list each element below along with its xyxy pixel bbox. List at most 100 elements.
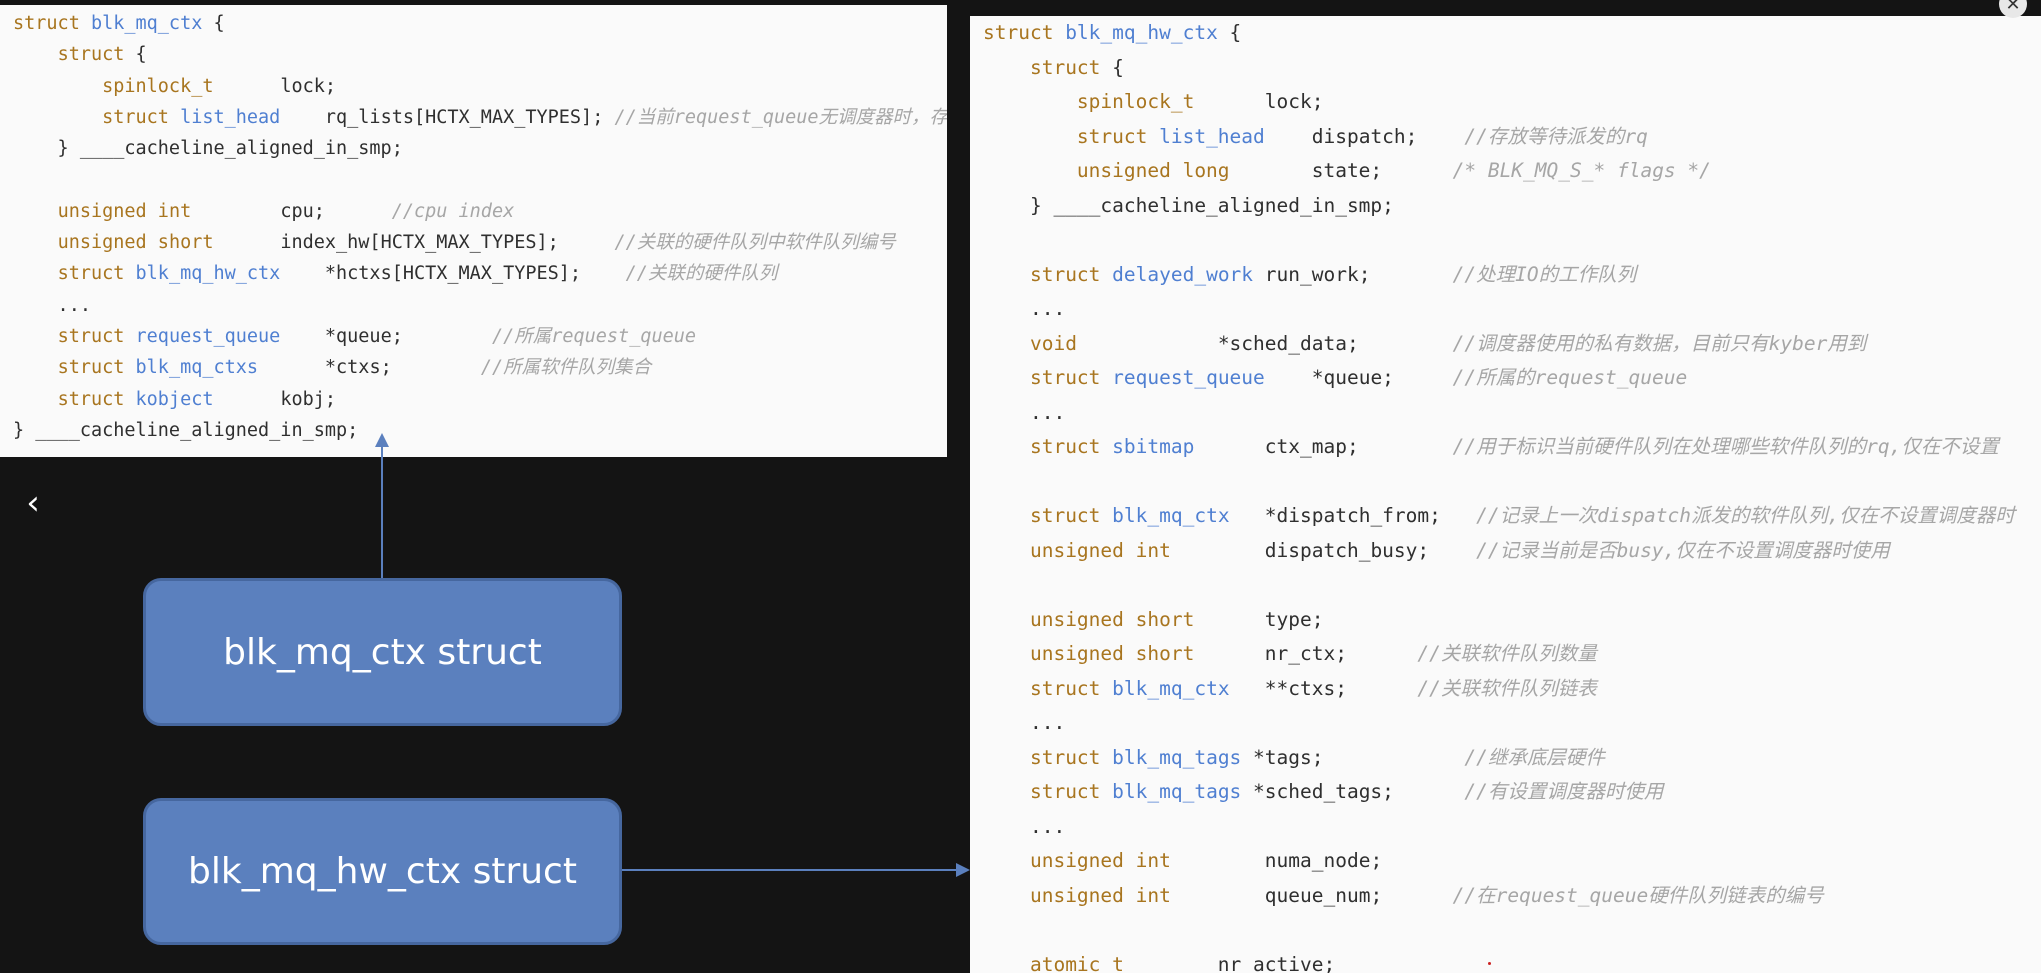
code-line: spinlock_t lock; [13, 75, 336, 99]
code-token: *hctxs[HCTX_MAX_TYPES]; [280, 263, 626, 285]
code-token: queue_num; [1170, 883, 1453, 907]
code-token [13, 232, 58, 253]
code-token: //处理IO的工作队列 [1452, 262, 1637, 286]
code-token: { [1100, 55, 1124, 79]
code-token: //cpu index [391, 200, 515, 222]
code-line: } ____cacheline_aligned_in_smp; [983, 194, 1394, 218]
code-token: unsigned int [1029, 538, 1171, 562]
code-token: struct [57, 44, 125, 66]
blk-mq-ctx-struct-label: blk_mq_ctx struct [223, 631, 542, 673]
code-token: //继承底层硬件 [1464, 745, 1605, 769]
code-token: unsigned int [1029, 849, 1171, 872]
pointer-dot [1488, 962, 1491, 965]
code-line: unsigned short nr_ctx; //关联软件队列数量 [983, 642, 1597, 666]
code-token: unsigned short [1029, 607, 1195, 631]
code-token: ctx_map; [1194, 435, 1453, 458]
code-token: struct [57, 326, 136, 347]
code-token: ... [983, 711, 1066, 734]
code-token: dispatch_busy; [1170, 538, 1477, 562]
code-token: } ____cacheline_aligned_in_smp; [13, 138, 403, 160]
code-line: struct blk_mq_tags *sched_tags; //有设置调度器… [983, 780, 1663, 804]
code-token: /* BLK_MQ_S_* flags */ [1452, 159, 1711, 182]
code-token: struct [57, 263, 136, 285]
code-line: struct blk_mq_ctxs *ctxs; //所属软件队列集合 [13, 356, 652, 380]
code-token [13, 76, 102, 97]
code-token: **ctxs; [1229, 676, 1418, 700]
code-line: } ____cacheline_aligned_in_smp; [13, 137, 403, 161]
chevron-left-icon: ‹ [26, 483, 40, 523]
code-token: //所属软件队列集合 [480, 357, 652, 379]
code-line: struct blk_mq_ctx **ctxs; //关联软件队列链表 [983, 677, 1597, 701]
code-line: unsigned int numa_node; [983, 849, 1382, 873]
close-button[interactable]: ✕ [1999, 0, 2027, 18]
code-line: unsigned short type; [983, 607, 1324, 632]
code-token: struct [102, 106, 181, 128]
code-token [983, 780, 1030, 803]
code-token [13, 357, 58, 378]
code-token: //关联的硬件队列中软件队列编号 [614, 232, 896, 254]
blk-mq-hw-ctx-struct-label: blk_mq_hw_ctx struct [188, 851, 577, 892]
code-line: ... [983, 711, 1065, 735]
code-token: //用于标识当前硬件队列在处理哪些软件队列的rq,仅在不设置 [1452, 435, 1999, 458]
blk-mq-hw-ctx-struct-box[interactable]: blk_mq_hw_ctx struct [143, 798, 622, 945]
code-token: //调度器使用的私有数据，目前只有kyber用到 [1452, 331, 1867, 355]
code-token: //所属的request_queue [1452, 366, 1688, 389]
back-button[interactable]: ‹ [18, 483, 48, 523]
code-token [983, 884, 1030, 907]
code-token [983, 677, 1030, 700]
code-line: unsigned short index_hw[HCTX_MAX_TYPES];… [13, 231, 896, 255]
code-token: dispatch; [1264, 124, 1465, 148]
blk-mq-ctx-struct-box[interactable]: blk_mq_ctx struct [143, 578, 622, 726]
code-token: blk_mq_tags [1112, 745, 1242, 769]
code-token: struct [13, 13, 91, 34]
code-token: struct [57, 357, 136, 379]
code-token [13, 44, 58, 65]
code-token: } ____cacheline_aligned_in_smp; [13, 419, 359, 441]
code-token [983, 125, 1077, 148]
code-token: *sched_data; [1076, 331, 1453, 355]
code-line: struct sbitmap ctx_map; //用于标识当前硬件队列在处理哪… [983, 435, 1999, 459]
code-token [983, 263, 1030, 286]
code-token: struct [1076, 124, 1160, 148]
code-token: blk_mq_ctx [1112, 676, 1230, 700]
code-token: unsigned long [1076, 159, 1230, 182]
code-token: blk_mq_tags [1112, 780, 1242, 803]
code-token: //有设置调度器时使用 [1464, 780, 1664, 803]
code-token: struct [1029, 55, 1101, 79]
code-token: unsigned short [1029, 642, 1195, 665]
code-token: struct [1029, 435, 1113, 458]
code-token [13, 389, 58, 410]
code-token: *tags; [1241, 745, 1465, 769]
code-token: lock; [1194, 90, 1324, 113]
code-line: ... [983, 297, 1065, 321]
code-token: unsigned short [57, 232, 214, 254]
code-token [13, 263, 58, 284]
code-token: *queue; [280, 326, 492, 347]
code-line: struct blk_mq_ctx *dispatch_from; //记录上一… [983, 504, 2015, 528]
code-line: struct list_head dispatch; //存放等待派发的rq [983, 125, 1648, 149]
code-token [983, 953, 1030, 973]
code-token: list_head [180, 106, 281, 128]
code-line: } ____cacheline_aligned_in_smp; [13, 419, 358, 443]
code-token: lock; [213, 75, 337, 97]
code-token: unsigned int [57, 200, 192, 222]
code-token: request_queue [1112, 366, 1265, 389]
code-token: struct [1029, 780, 1113, 803]
code-token: kobject [135, 388, 214, 410]
code-token [983, 435, 1030, 458]
code-token: struct [57, 388, 136, 410]
code-token: //所属request_queue [491, 326, 697, 347]
code-token: ... [13, 294, 91, 316]
code-token: sbitmap [1112, 435, 1195, 458]
code-token: spinlock_t [102, 75, 214, 97]
code-token: //关联的硬件队列 [625, 263, 778, 285]
code-line: struct delayed_work run_work; //处理IO的工作队… [983, 263, 1636, 287]
code-token: blk_mq_ctxs [135, 357, 259, 379]
code-token: //关联软件队列链表 [1417, 676, 1597, 700]
code-token: //记录上一次dispatch派发的软件队列,仅在不设置调度器时 [1476, 504, 2015, 527]
code-token: //当前request_queue无调度器时，存放等待 [614, 106, 947, 128]
code-token [983, 504, 1030, 527]
code-line: struct { [13, 43, 147, 67]
code-token: void [1029, 331, 1077, 355]
blk-mq-ctx-code-panel: struct blk_mq_ctx { struct { spinlock_t … [0, 5, 947, 457]
